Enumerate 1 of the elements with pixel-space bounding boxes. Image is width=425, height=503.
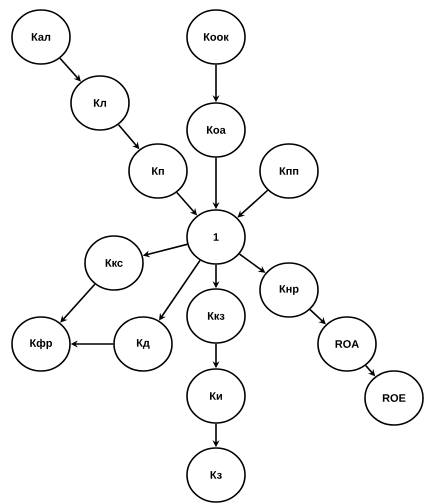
arrow xyxy=(310,309,326,324)
